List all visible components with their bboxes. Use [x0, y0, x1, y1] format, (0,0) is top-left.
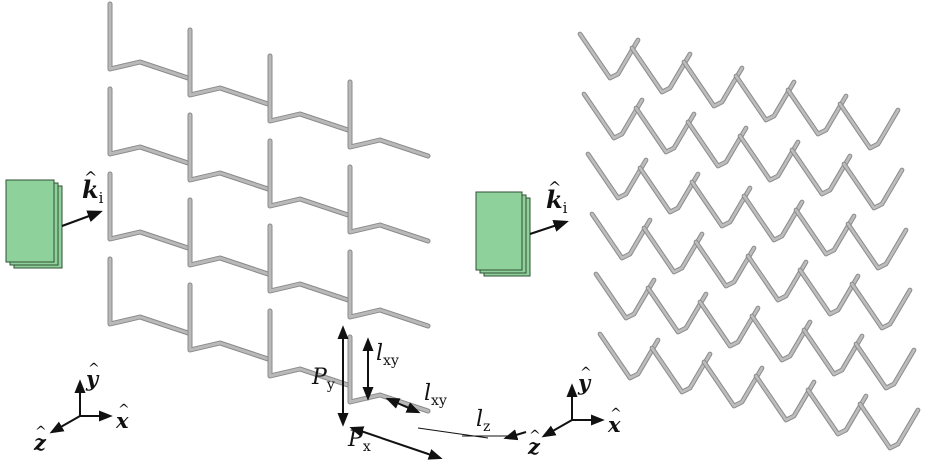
svg-text:^: ^: [610, 406, 622, 422]
right-y-axis-label: y: [577, 370, 592, 395]
arm-vertical-label: lxy: [376, 341, 399, 369]
right-wire-element: [749, 313, 813, 363]
left-wire-element: [267, 53, 351, 133]
left-wire-element: [107, 171, 191, 251]
right-wire-element: [697, 299, 761, 349]
right-wire-element: [649, 345, 713, 395]
right-wire-element: [849, 281, 913, 331]
right-wire-element: [701, 359, 765, 409]
right-wire-element: [741, 193, 805, 243]
left-wire-element: [267, 308, 351, 388]
left-wire-element: [347, 79, 431, 159]
left-wire-element: [107, 1, 191, 81]
left-wire-element: [187, 282, 271, 362]
right-x-axis-label: x: [607, 412, 621, 437]
right-incident-label: ki: [546, 185, 568, 217]
right-coordinate-axes: y ^ x ^ z ^: [527, 365, 622, 459]
right-wire-element: [737, 133, 801, 183]
right-wire-element: [597, 331, 661, 381]
right-incident-hat: ^: [548, 178, 561, 197]
right-wire-element: [629, 45, 693, 95]
right-wire-element: [585, 151, 649, 201]
right-wire-element: [681, 59, 745, 109]
right-incident-arrow: [529, 220, 569, 236]
right-panel: ki ^ y ^ x ^ z ^: [475, 31, 921, 459]
left-panel: ki ^ y ^ x ^ z ^ Py: [5, 1, 527, 460]
left-wire-element: [187, 197, 271, 277]
right-wire-element: [733, 73, 797, 123]
left-incident-label: ki: [82, 175, 104, 207]
svg-text:^: ^: [118, 402, 130, 418]
right-wire-element: [797, 267, 861, 317]
right-wire-element: [801, 327, 865, 377]
period-x-label: Px: [347, 427, 371, 455]
right-wire-element: [641, 225, 705, 275]
right-wire-element: [637, 165, 701, 215]
right-wire-element: [753, 373, 817, 423]
left-coordinate-axes: y ^ x ^ z ^: [33, 361, 130, 455]
right-wire-element: [857, 401, 921, 451]
right-wire-element: [689, 179, 753, 229]
left-plane-wave-icon: [5, 179, 63, 269]
right-z-axis-label: z: [527, 434, 541, 459]
right-wire-array: [577, 31, 921, 451]
right-wire-element: [693, 239, 757, 289]
right-wire-element: [745, 253, 809, 303]
right-wire-element: [793, 207, 857, 257]
right-wire-element: [577, 31, 641, 81]
arm-z-label: lz: [476, 407, 490, 435]
right-wire-element: [789, 147, 853, 197]
right-wire-element: [805, 387, 869, 437]
left-x-axis-label: x: [115, 408, 129, 433]
left-wire-element: [107, 86, 191, 166]
period-y-label: Py: [311, 365, 335, 393]
svg-text:^: ^: [529, 428, 541, 444]
right-wire-element: [785, 87, 849, 137]
right-wire-element: [593, 271, 657, 321]
left-wire-element: [347, 249, 431, 329]
svg-text:^: ^: [580, 365, 592, 381]
svg-text:^: ^: [88, 361, 100, 377]
left-z-axis-label: z: [33, 430, 47, 455]
right-wire-element: [841, 161, 905, 211]
right-wire-element: [589, 211, 653, 261]
left-wire-element: [267, 138, 351, 218]
left-wire-element: [187, 27, 271, 107]
arm-horizontal-label: lxy: [424, 381, 447, 409]
left-wire-element: [107, 256, 191, 336]
right-wire-element: [581, 91, 645, 141]
svg-text:^: ^: [35, 424, 47, 440]
right-wire-element: [845, 221, 909, 271]
left-incident-hat: ^: [84, 168, 97, 187]
right-wire-element: [837, 101, 901, 151]
left-wire-element: [347, 164, 431, 244]
left-incident-arrow: [61, 210, 103, 228]
left-y-axis-label: y: [85, 366, 100, 391]
right-wire-element: [685, 119, 749, 169]
right-wire-element: [645, 285, 709, 335]
left-wire-element: [187, 112, 271, 192]
left-wire-element: [267, 223, 351, 303]
left-dimension-annotations: Py lxy lxy Px lz: [311, 325, 527, 460]
right-wire-element: [633, 105, 697, 155]
right-plane-wave-icon: [475, 191, 531, 277]
right-wire-element: [853, 341, 917, 391]
